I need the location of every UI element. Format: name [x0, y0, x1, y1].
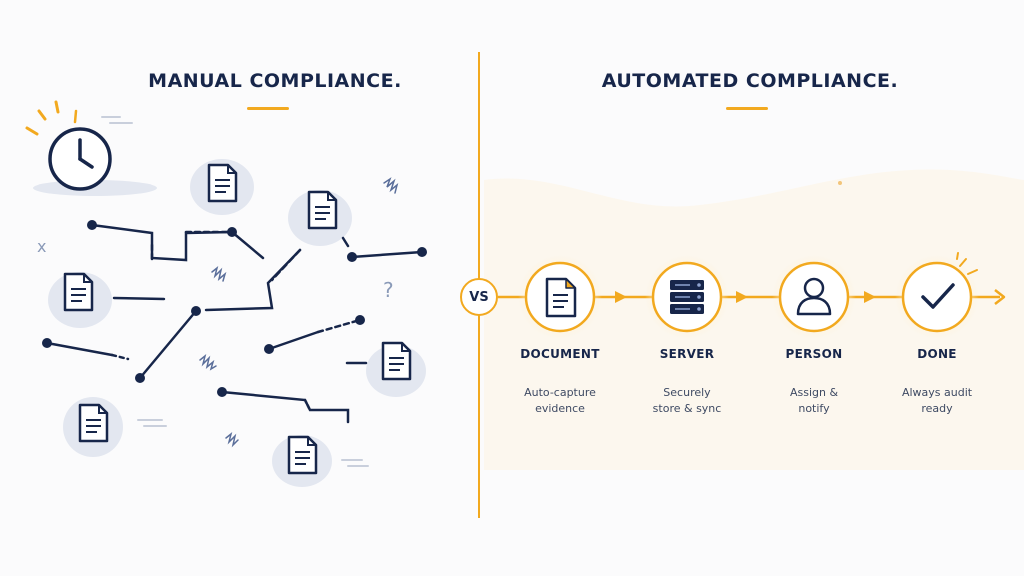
automated-panel	[498, 181, 1006, 339]
document-icon	[190, 159, 254, 215]
step-description-done: Always audit ready	[872, 385, 1002, 417]
description-line: notify	[798, 402, 830, 415]
scribble-marks	[199, 177, 399, 448]
clock-icon	[25, 100, 157, 196]
document-icon	[545, 277, 577, 318]
document-icon	[272, 435, 332, 487]
description-line: ready	[921, 402, 953, 415]
title-underline	[726, 107, 768, 110]
connection-dots	[42, 220, 427, 397]
flow-arrow-end	[994, 289, 1006, 305]
step-label-person: PERSON	[785, 347, 843, 361]
background-wave	[484, 169, 1024, 471]
step-done	[895, 252, 979, 339]
flow-arrow	[736, 291, 748, 303]
checkmark-icon	[921, 283, 955, 309]
description-line: Auto-capture	[524, 386, 596, 399]
server-icon	[670, 280, 704, 314]
manual-panel: ? x	[25, 100, 427, 487]
person-icon	[796, 277, 832, 316]
document-icon	[366, 341, 426, 397]
description-line: Securely	[663, 386, 711, 399]
automated-compliance-title: AUTOMATED COMPLIANCE.	[601, 70, 899, 92]
manual-compliance-title: MANUAL COMPLIANCE.	[148, 70, 402, 92]
description-line: evidence	[535, 402, 585, 415]
flow-dot	[838, 181, 842, 185]
document-icon	[48, 272, 112, 328]
step-label-done: DONE	[917, 347, 957, 361]
vs-badge: VS	[460, 278, 498, 316]
tangled-connections	[45, 223, 424, 424]
cross-mark: x	[37, 237, 46, 256]
sparkle-icon	[956, 252, 978, 275]
document-icon	[288, 190, 352, 246]
title-underline	[247, 107, 289, 110]
step-document	[518, 255, 602, 339]
flow-arrow	[615, 291, 627, 303]
step-label-document: DOCUMENT	[520, 347, 600, 361]
step-description-server: Securely store & sync	[622, 385, 752, 417]
document-icon	[63, 397, 123, 457]
flow-arrow	[864, 291, 876, 303]
step-person	[772, 255, 856, 339]
dash-marks	[137, 419, 369, 467]
description-line: store & sync	[652, 402, 722, 415]
description-line: Always audit	[901, 386, 973, 399]
step-server	[645, 255, 729, 339]
step-label-server: SERVER	[659, 347, 715, 361]
step-description-document: Auto-capture evidence	[495, 385, 625, 417]
step-description-person: Assign & notify	[749, 385, 879, 417]
description-line: Assign &	[789, 386, 839, 399]
question-mark: ?	[383, 278, 394, 302]
